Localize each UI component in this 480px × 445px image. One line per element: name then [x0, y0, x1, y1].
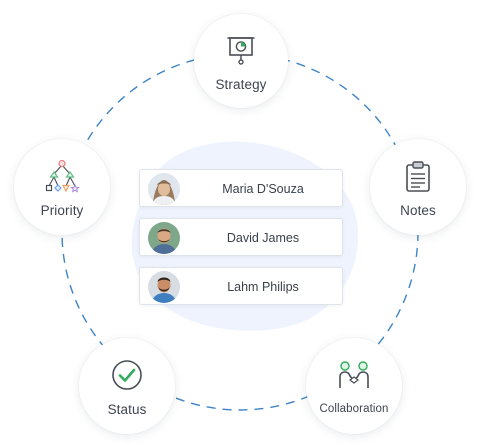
avatar — [148, 271, 180, 303]
avatar — [148, 222, 180, 254]
person-name: Maria D'Souza — [222, 182, 304, 196]
person-name: Lahm Philips — [227, 280, 299, 294]
hierarchy-tree-icon — [45, 159, 80, 193]
person-card[interactable]: Lahm Philips — [139, 267, 343, 305]
status-node[interactable]: Status — [79, 338, 175, 434]
priority-node[interactable]: Priority — [14, 139, 110, 235]
presentation-board-icon — [227, 36, 255, 65]
avatar — [148, 173, 180, 205]
status-label: Status — [107, 401, 147, 417]
collaboration-label: Collaboration — [319, 403, 389, 415]
strategy-node[interactable]: Strategy — [194, 14, 288, 108]
person-name: David James — [226, 231, 300, 245]
person-card[interactable]: David James — [139, 218, 343, 256]
handshake-people-icon — [339, 361, 369, 388]
person-card[interactable]: Maria D'Souza — [139, 169, 343, 207]
strategy-label: Strategy — [215, 76, 267, 92]
priority-label: Priority — [40, 202, 84, 218]
notes-label: Notes — [400, 202, 436, 218]
check-circle-icon — [112, 359, 142, 390]
collaboration-node[interactable]: Collaboration — [306, 338, 402, 434]
clipboard-icon — [406, 160, 430, 192]
notes-node[interactable]: Notes — [370, 139, 466, 235]
